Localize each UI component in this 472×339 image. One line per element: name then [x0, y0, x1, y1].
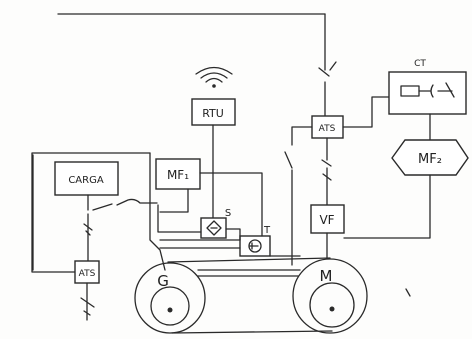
- bus-d: [149, 152, 166, 271]
- mf2-to-vf-link: [343, 174, 431, 239]
- carga-box: CARGA: [54, 161, 119, 196]
- vf-label: VF: [319, 213, 334, 227]
- s-box: [200, 217, 227, 239]
- ats-right-label: ATS: [319, 124, 336, 134]
- ats-right-box: ATS: [311, 115, 344, 139]
- rtu-box: RTU: [191, 98, 236, 126]
- generator-label: G: [157, 272, 169, 290]
- motor-label: M: [320, 267, 333, 285]
- ats-to-ct-link: [342, 96, 393, 128]
- mf1-box: MF₁: [155, 158, 201, 190]
- main-supply-fuse: [318, 61, 337, 77]
- mf1-control-wire: [159, 188, 189, 213]
- s-label: S: [225, 208, 231, 219]
- ct-contact: [418, 82, 455, 98]
- t-box: [239, 235, 271, 257]
- ats-left-label: ATS: [79, 269, 96, 279]
- carga-switch-blade: [92, 203, 113, 211]
- belt-top: [167, 257, 331, 263]
- stray-tick: [405, 288, 411, 297]
- mf2-box: MF₂: [391, 139, 469, 176]
- belt-bottom: [171, 330, 333, 334]
- carga-fuse-mark: [83, 223, 93, 236]
- ct-box: [388, 71, 467, 115]
- vf-box: VF: [310, 204, 345, 234]
- ats-right-bypass: [291, 126, 313, 146]
- wifi-icon: [195, 66, 233, 88]
- mf1-label: MF₁: [167, 168, 189, 182]
- ats-left-output: [80, 282, 95, 321]
- ats-to-vf-fuse: [321, 159, 332, 181]
- carga-label: CARGA: [68, 175, 104, 186]
- ats-left-box: ATS: [74, 260, 100, 284]
- s-switch-symbol: [206, 220, 222, 236]
- gen-to-motor-wire: [197, 269, 301, 277]
- bypass-switch: [284, 151, 293, 266]
- left-frame: [31, 152, 151, 273]
- mf1-to-t-wire: [199, 172, 263, 237]
- mf2-label: MF₂: [418, 152, 442, 167]
- bus-a: [157, 204, 202, 233]
- generator-pulley: [134, 262, 206, 334]
- ct-label: CT: [414, 59, 426, 69]
- rtu-label: RTU: [202, 107, 224, 120]
- t-label: T: [263, 225, 271, 236]
- carga-switch-contact: [116, 198, 158, 206]
- motor-pulley: [292, 258, 368, 334]
- s-to-t-wire: [225, 228, 241, 241]
